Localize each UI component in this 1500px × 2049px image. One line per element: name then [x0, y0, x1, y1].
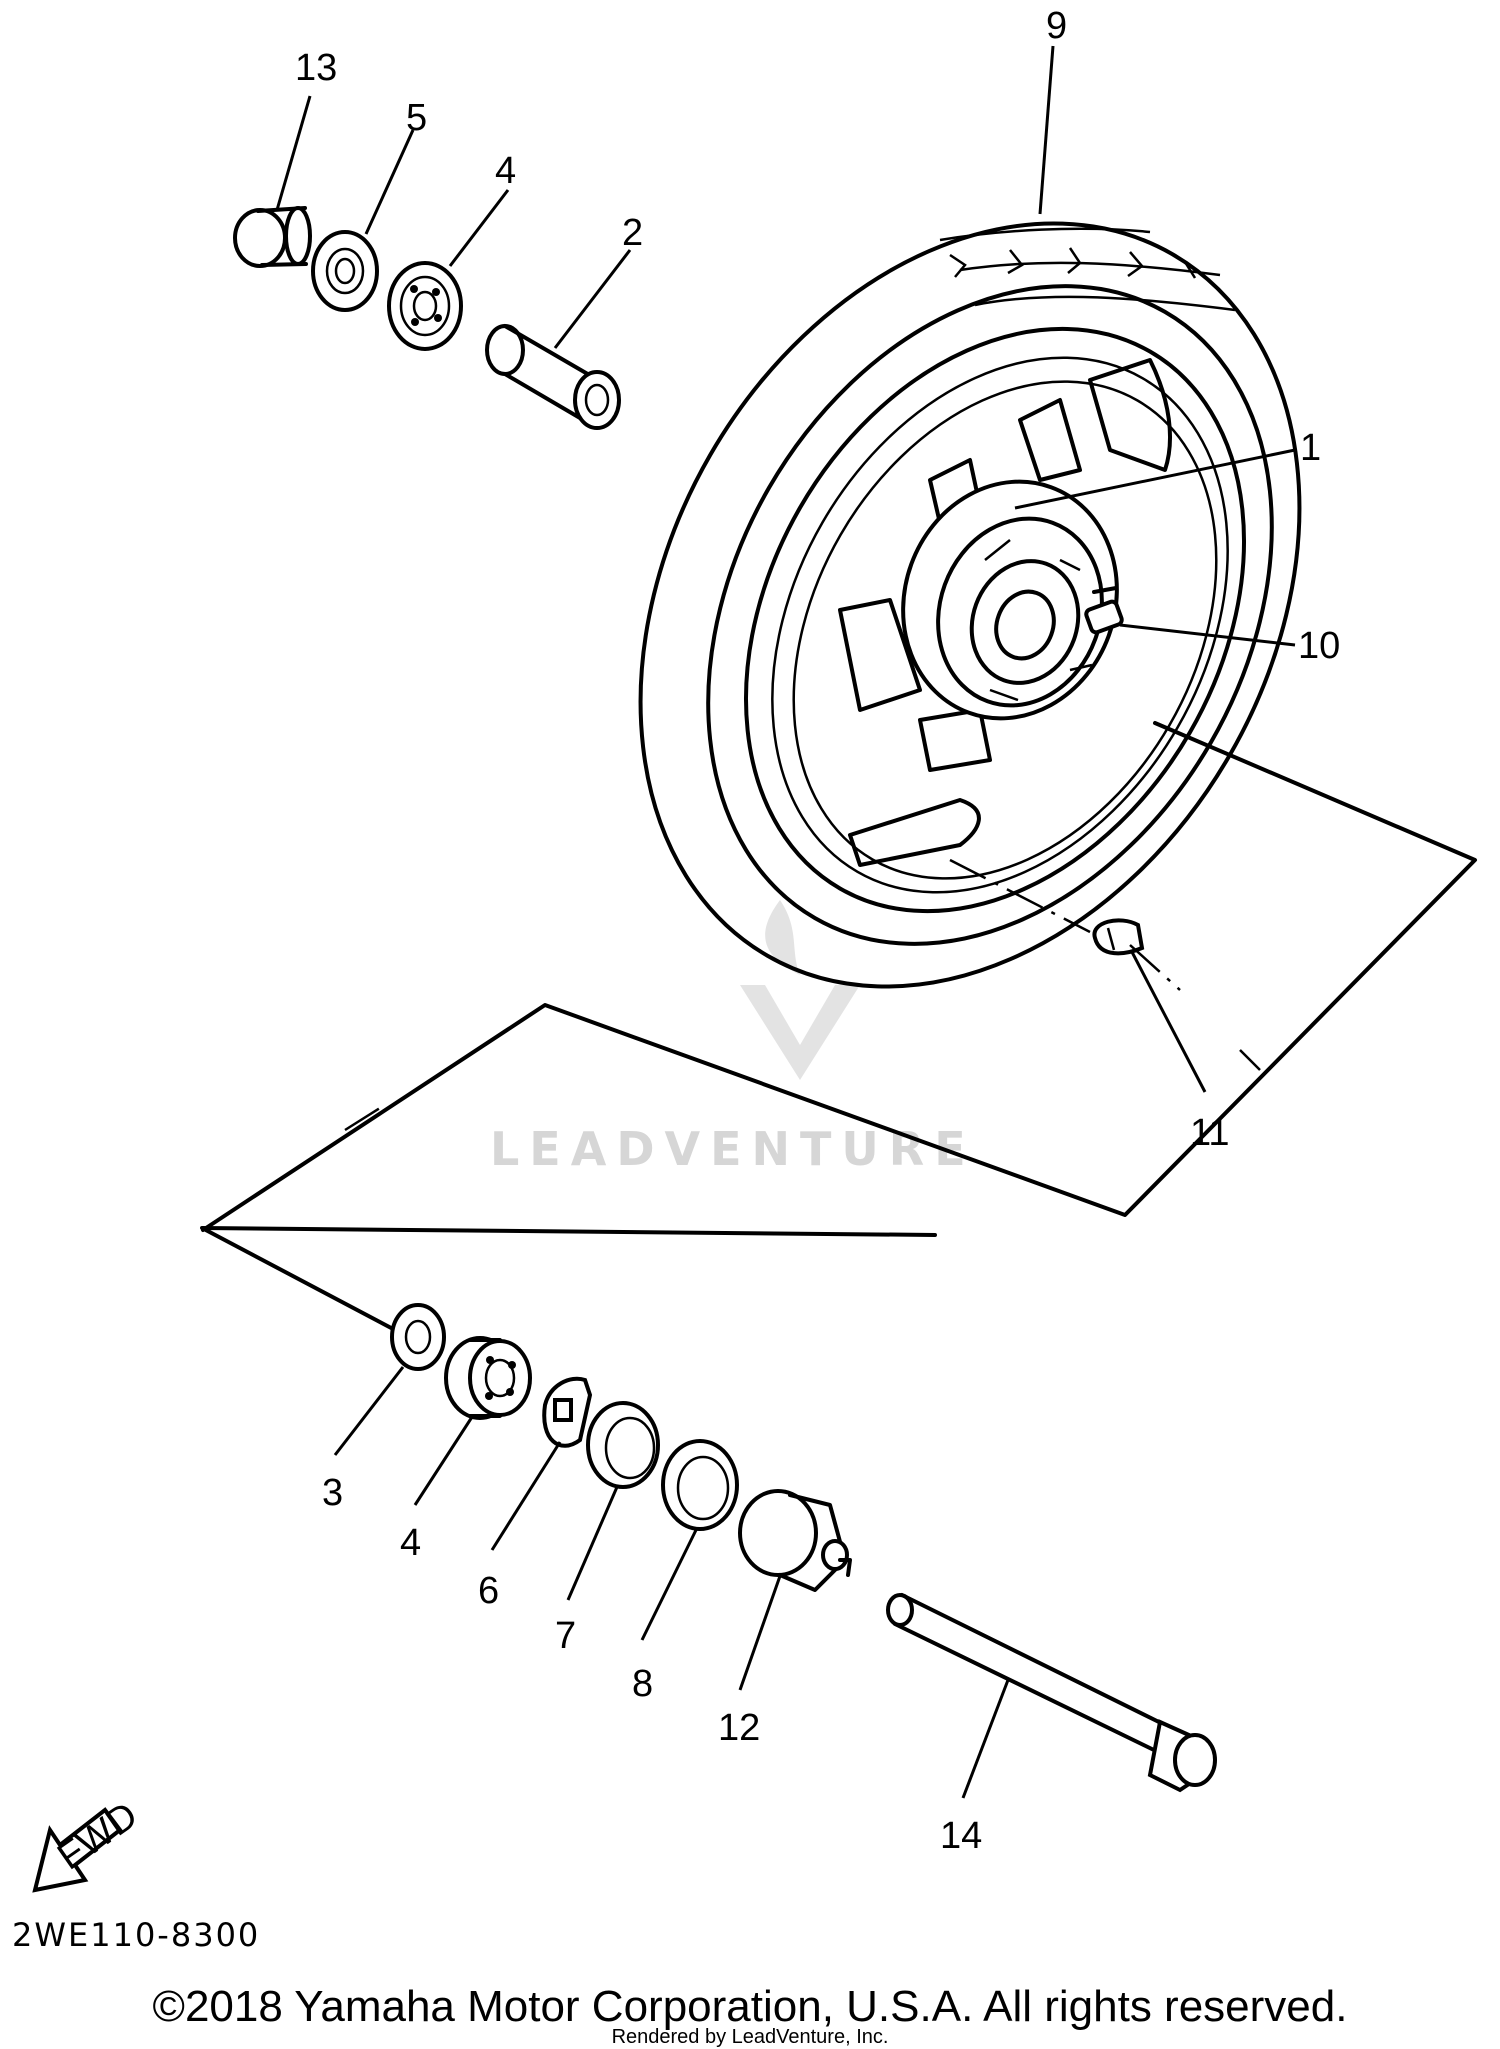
- part-13-collar: [233, 206, 312, 268]
- callout-14: 14: [940, 1815, 982, 1857]
- callout-12: 12: [718, 1707, 760, 1749]
- callout-2: 2: [622, 212, 643, 254]
- part-1-cast-wheel: [744, 326, 1246, 914]
- part-4-bearing-bottom: [444, 1336, 532, 1420]
- callout-4-top: 4: [495, 150, 516, 192]
- part-8-oil-seal: [661, 1439, 739, 1531]
- callout-5-top: 5: [406, 97, 427, 139]
- callout-3: 3: [322, 1472, 343, 1514]
- part-14-wheel-axle: [886, 1593, 1217, 1793]
- diagram-code: 2WE110-8300: [12, 1916, 261, 1954]
- part-7-oil-seal: [586, 1401, 660, 1489]
- part-3-oil-seal: [390, 1303, 446, 1371]
- callout-7: 7: [555, 1615, 576, 1657]
- callout-11: 11: [1190, 1112, 1229, 1154]
- rendered-by-notice: Rendered by LeadVenture, Inc.: [611, 2026, 889, 2048]
- copyright-notice: ©2018 Yamaha Motor Corporation, U.S.A. A…: [152, 1982, 1348, 2031]
- part-12-meter-gear-unit: [738, 1489, 852, 1592]
- callout-10: 10: [1298, 625, 1340, 667]
- part-6-meter-clutch: [542, 1376, 593, 1448]
- leadventure-watermark: LEADVENTURE: [490, 900, 976, 1176]
- callout-9: 9: [1046, 5, 1067, 47]
- assembly-guide-line: [201, 721, 1477, 1232]
- axis-centerline: [344, 858, 1091, 1132]
- part-2-spacer-tube: [485, 324, 621, 430]
- callout-numbers: 13 5 4 2 9 1 10 11 3 4 6 7 8 12 14: [295, 5, 1340, 1857]
- watermark-text: LEADVENTURE: [490, 1122, 976, 1176]
- callout-8: 8: [632, 1663, 653, 1705]
- callout-13: 13: [295, 47, 337, 89]
- fwd-label: FWD: [50, 1794, 145, 1878]
- part-5-oil-seal: [311, 230, 379, 312]
- axis-centerline-2: [1129, 944, 1261, 1071]
- callout-1: 1: [1300, 427, 1321, 469]
- part-4-bearing-top: [387, 261, 463, 351]
- leader-lines: [275, 45, 1296, 1799]
- part-10-valve-stem: [1084, 586, 1124, 635]
- callout-6: 6: [478, 1570, 499, 1612]
- wheel-hub: [901, 479, 1119, 721]
- callout-4-bottom: 4: [400, 1522, 421, 1564]
- assembly-guide-line-lower: [200, 1226, 937, 1332]
- fwd-arrow-icon: FWD: [32, 1794, 145, 1893]
